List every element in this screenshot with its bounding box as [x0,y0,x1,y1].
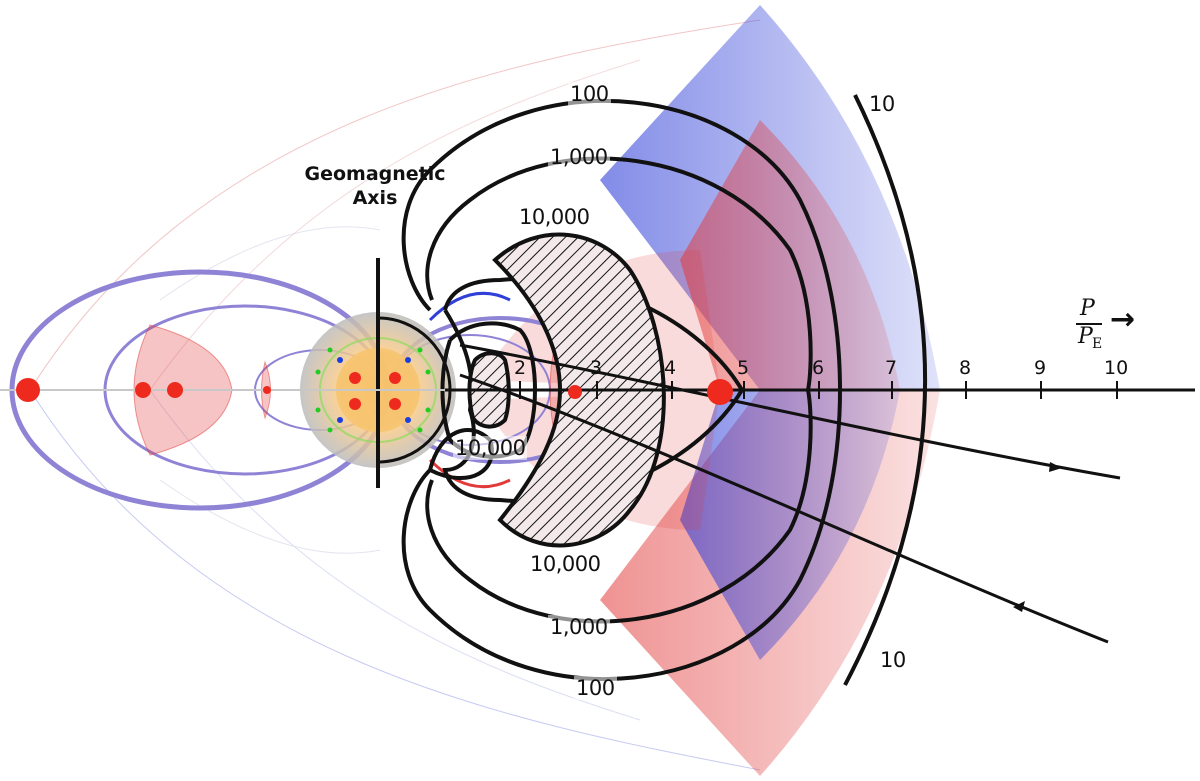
contour-label-bottom-1000: 1,000 [548,615,610,639]
contour-label-bottom-10: 10 [878,648,908,672]
contour-label-top-100: 100 [568,82,611,106]
body-far-left [16,378,40,402]
fan-lower-blue [680,390,900,660]
axis-title-line1: Geomagnetic [304,163,446,185]
axis-tick-label-5: 5 [737,357,750,379]
axis-tick-label-3: 3 [590,357,603,379]
axis-tick-label-4: 4 [664,357,677,379]
body-left-b [167,382,183,398]
axis-tick-label-7: 7 [885,357,898,379]
ratio-numerator: P [1080,296,1095,321]
contour-label-top-10: 10 [867,92,897,116]
trajectory-lower-arrow [1013,601,1025,612]
geomagnetic-axis-label: Geomagnetic Axis [290,162,460,210]
axis-tick-label-2: 2 [514,357,527,379]
fan-upper-red [680,120,900,390]
red-bodies [16,378,733,405]
contour-label-bottom-10000: 10,000 [528,552,603,576]
ratio-subscript: E [1092,336,1103,352]
axis-tick-label-9: 9 [1034,357,1047,379]
ratio-fraction-bar [1076,323,1102,325]
contour-label-top-1000: 1,000 [548,145,610,169]
axis-title-line2: Axis [352,187,398,209]
ratio-denominator: P [1078,324,1093,349]
axis-tick-label-8: 8 [959,357,972,379]
distance-ratio-label: P P E → [1074,296,1184,356]
trajectory-upper [459,343,1121,480]
contour-label-inner-10000: 10,000 [453,436,528,460]
body-small [263,386,271,394]
planet-dots [315,347,431,433]
contour-label-top-10000: 10,000 [517,205,592,229]
body-mid [568,385,582,399]
axis-tick-label-10: 10 [1104,357,1129,379]
body-right [707,379,733,405]
contour-label-bottom-100: 100 [574,676,617,700]
axis-tick-label-6: 6 [812,357,825,379]
ratio-arrow: → [1110,302,1136,337]
trajectory-upper-arrow [1049,462,1062,472]
trajectories [459,343,1121,644]
body-left-a [135,382,151,398]
